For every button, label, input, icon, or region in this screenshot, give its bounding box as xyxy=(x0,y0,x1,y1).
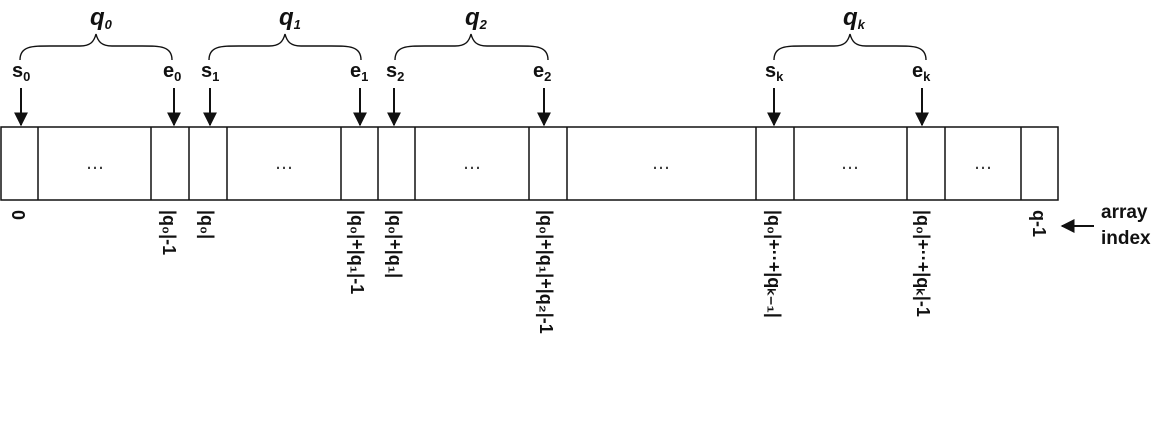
index-label-0: 0 xyxy=(8,210,28,220)
group-label-q2: q2 xyxy=(465,4,488,32)
index-label-q0-q1-q2-minus-1: |q₀|+|q₁|+|q₂|-1 xyxy=(536,210,556,334)
start-pointer-label-s0: s0 xyxy=(12,60,30,84)
index-label-q0-q1-minus-1: |q₀|+|q₁|-1 xyxy=(347,210,367,294)
ellipsis: … xyxy=(275,153,293,174)
index-label-sum-to-qk-minus-1-end: |q₀|+··+|qₖ|-1 xyxy=(913,210,933,317)
group-braces xyxy=(19,33,927,61)
brace-q0 xyxy=(19,33,173,61)
group-label-q0: q0 xyxy=(90,4,113,32)
brace-q2 xyxy=(394,33,549,61)
end-pointer-label-e0: e0 xyxy=(163,60,181,84)
group-label-qk: qk xyxy=(843,4,866,32)
start-pointer-label-s1: s1 xyxy=(201,60,219,84)
start-pointer-label-s2: s2 xyxy=(386,60,404,84)
end-pointer-label-e2: e2 xyxy=(533,60,551,84)
ellipsis: … xyxy=(652,153,670,174)
index-label-q0-minus-1: |q₀|-1 xyxy=(159,210,179,255)
group-label-q1: q1 xyxy=(279,4,301,32)
ellipsis: … xyxy=(86,153,104,174)
ellipsis: … xyxy=(974,153,992,174)
end-pointer-label-ek: ek xyxy=(912,60,931,84)
index-label-q-minus-1: q-1 xyxy=(1029,210,1049,237)
index-label-sum-to-qk-minus-1: |q₀|+··+|qₖ₋₁| xyxy=(764,210,784,318)
brace-q1 xyxy=(208,33,362,61)
brace-qk xyxy=(773,33,927,61)
array-index-label: array index xyxy=(1101,202,1153,249)
index-label-q0-q1: |q₀|+|q₁| xyxy=(385,210,405,278)
cell-dividers xyxy=(37,127,1022,200)
index-label-q0: |q₀| xyxy=(197,210,217,239)
pointer-arrows xyxy=(14,88,929,127)
end-pointer-label-e1: e1 xyxy=(350,60,368,84)
ellipsis: … xyxy=(841,153,859,174)
start-pointer-label-sk: sk xyxy=(765,60,784,84)
ellipsis: … xyxy=(463,153,481,174)
